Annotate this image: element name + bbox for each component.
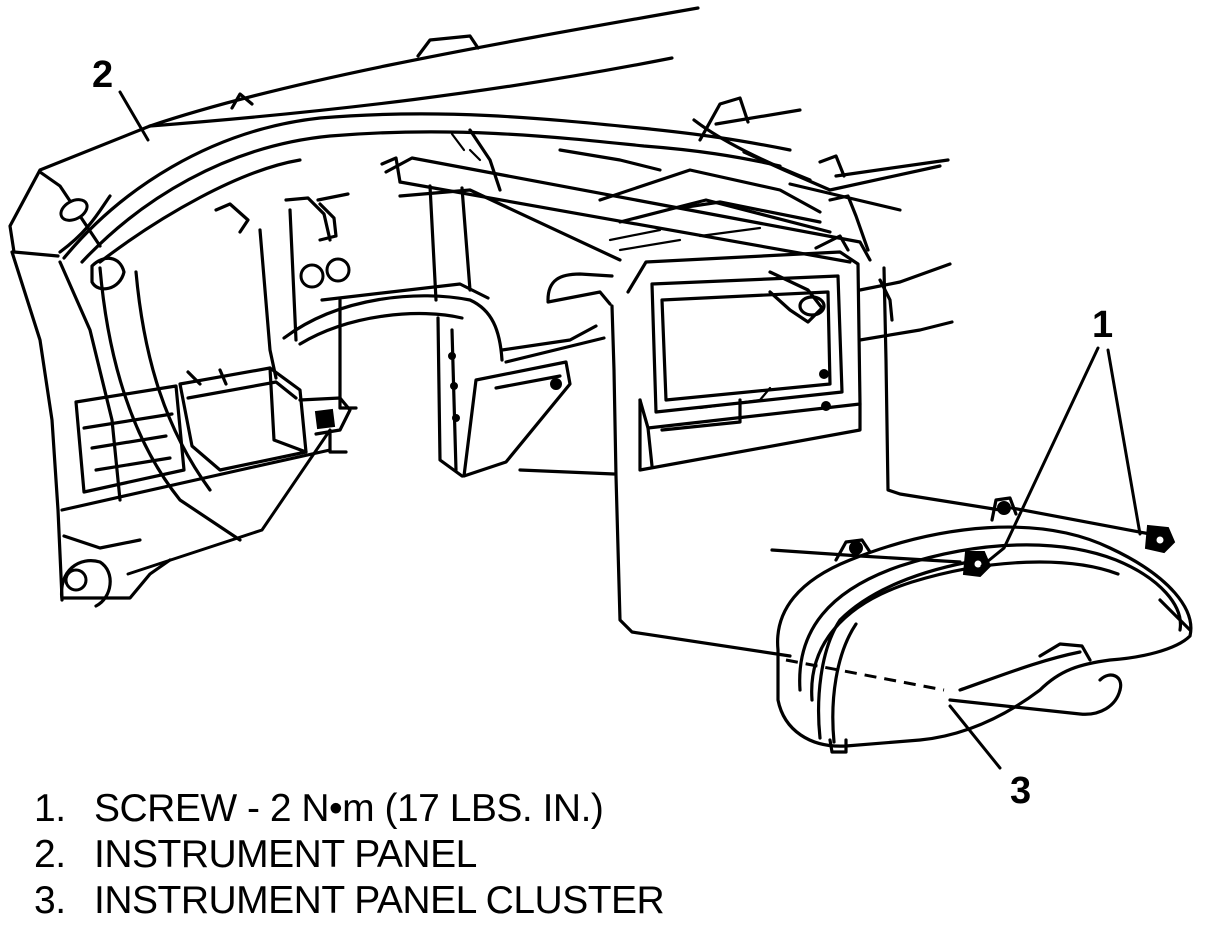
screw-fasteners-drawing — [610, 266, 1176, 658]
callout-number-2: 2 — [92, 54, 114, 96]
legend-item-instrument-panel-cluster: 3. INSTRUMENT PANEL CLUSTER — [34, 878, 665, 924]
legend-item-instrument-panel: 2. INSTRUMENT PANEL — [34, 832, 664, 878]
parts-legend: 1. SCREW - 2 N•m (17 LBS. IN.) 2. INSTRU… — [34, 786, 665, 924]
legend-text: SCREW - 2 N•m (17 LBS. IN.) — [94, 787, 604, 830]
legend-number: 1. — [34, 787, 66, 830]
instrument-panel-cluster-drawing — [776, 496, 1193, 754]
callout-leader-lines — [118, 90, 1142, 770]
callout-number-3: 3 — [1010, 770, 1032, 812]
instrument-panel-drawing — [8, 6, 954, 608]
legend-number: 3. — [34, 879, 66, 922]
legend-text: INSTRUMENT PANEL — [94, 833, 477, 876]
legend-number: 2. — [34, 833, 66, 876]
legend-text: INSTRUMENT PANEL CLUSTER — [94, 879, 665, 922]
legend-item-screw: 1. SCREW - 2 N•m (17 LBS. IN.) — [34, 786, 664, 832]
callout-number-1: 1 — [1092, 304, 1114, 346]
